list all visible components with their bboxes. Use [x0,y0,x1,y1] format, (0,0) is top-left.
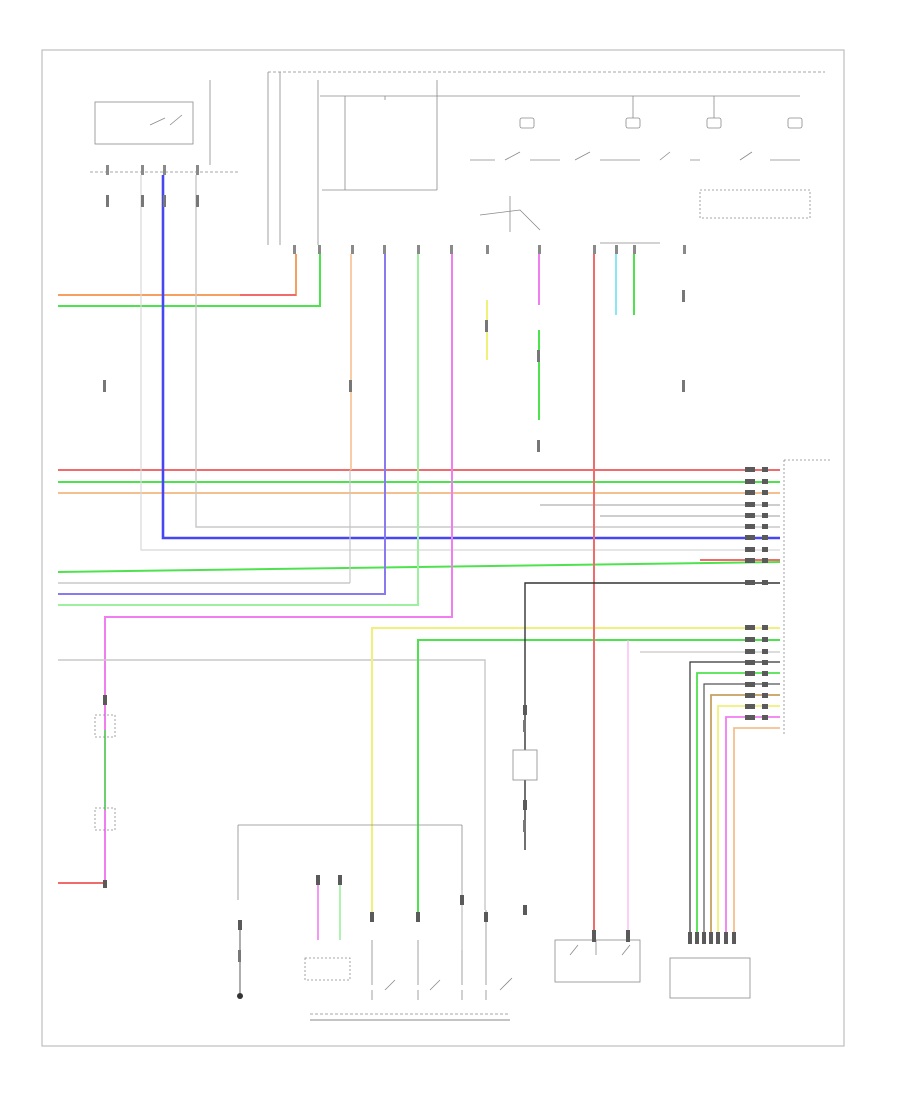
wires [57,175,781,950]
wire-green-top [58,254,321,307]
wire-blue-main [161,175,780,540]
diagram-frame [41,49,845,1047]
wire-grey-2 [140,175,780,551]
wire-marks [103,195,685,962]
top-components [90,71,825,245]
wire-bundle-green [696,672,780,935]
top-connector-pins [106,165,686,254]
trans-switch-box-a [304,957,351,981]
fuse-3 [706,117,722,129]
ground-point [237,993,243,999]
wire-bundle-yellow [717,705,780,935]
switch-row [470,151,800,161]
left-relay-box [94,101,194,145]
left-sensor-box-2 [94,807,116,831]
wire-grey-mid [58,659,486,910]
wire-bundle-grey [703,683,780,935]
wire-violet-lower [58,254,386,595]
lower-components [94,459,830,1021]
bottom-connector-pins [103,695,736,944]
trans-switch-contacts [371,977,513,1000]
wire-bundle-orange [733,727,780,935]
wire-bundle-brown [710,694,780,935]
wire-grey-1 [195,175,780,528]
wire-yellow-ecu [371,627,780,920]
wire-green-ecu [417,639,780,920]
left-sensor-box-1 [94,714,116,738]
lower-connector-block [669,957,751,999]
ground-branch [479,209,541,231]
fuse-4 [787,117,803,129]
sensor-box [512,749,538,781]
ecu-pins [745,467,768,720]
lower-relay-contacts [569,940,631,956]
lower-relay-box [554,939,641,983]
wire-lightgreen-lower [58,254,419,606]
fuse-2 [625,117,641,129]
wire-black-sensor [524,582,780,750]
left-relay-switch [149,114,183,126]
fuse-1 [519,117,535,129]
wire-orange-top [58,254,297,296]
switch-box-right [699,189,811,219]
